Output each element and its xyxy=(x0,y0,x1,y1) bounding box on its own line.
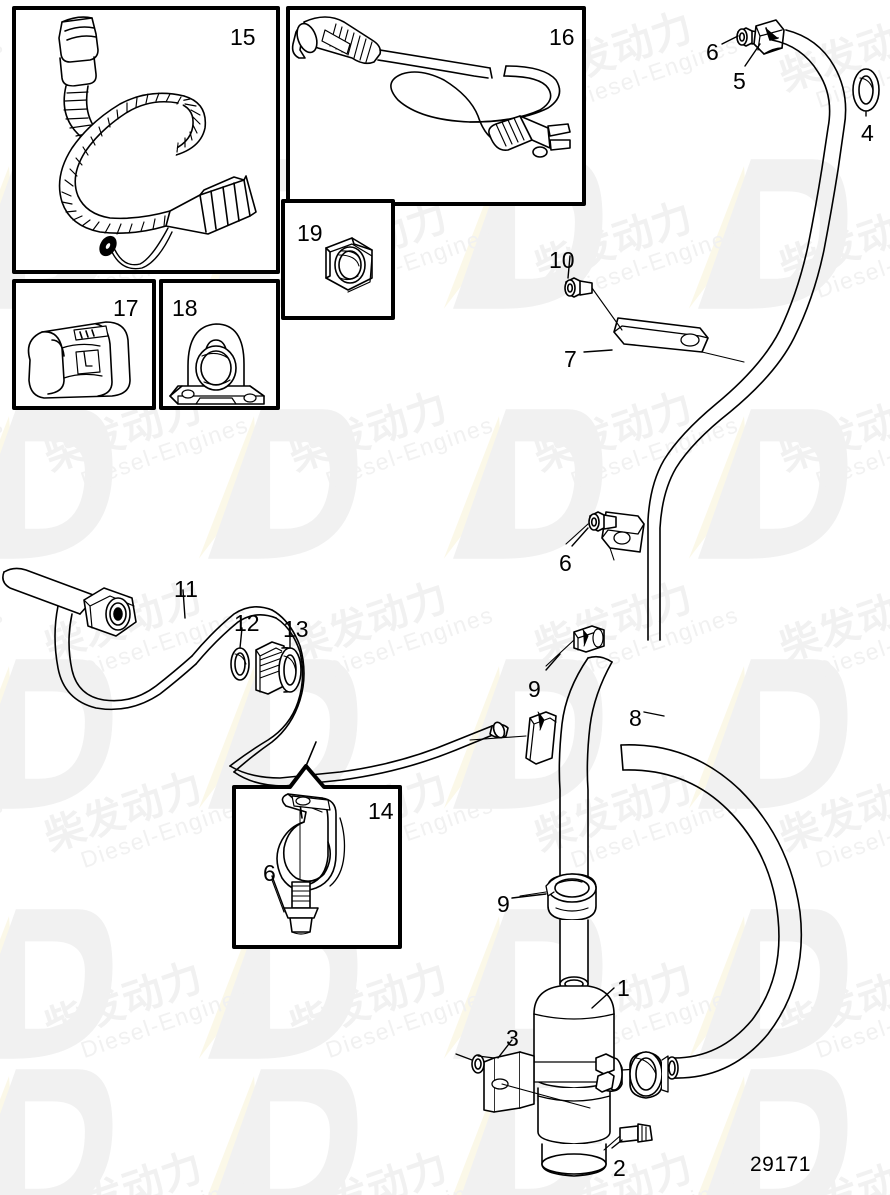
panel-label-18-pillow-block-bracket: 18 xyxy=(172,295,198,321)
drawing-id: 29171 xyxy=(750,1153,811,1176)
part-retaining-clip-5 xyxy=(753,19,785,55)
part-clamp-9-lower xyxy=(519,873,597,921)
part-nipple-13 xyxy=(255,641,302,695)
part-power-cord xyxy=(291,16,571,158)
part-bolt-10 xyxy=(564,277,623,331)
part-return-hose-joint xyxy=(629,1051,669,1099)
part-o-ring-4 xyxy=(852,68,880,112)
callout-4-o-ring-seal: 4 xyxy=(861,120,874,146)
part-pillow-block xyxy=(169,323,265,405)
callout-6-flange-bolt: 6 xyxy=(263,860,276,886)
callout-1-engine-block-heater: 1 xyxy=(617,975,630,1001)
callout-13-threaded-nipple: 13 xyxy=(283,616,309,642)
panel-label-16-power-cord-with-plug: 16 xyxy=(549,24,575,50)
callout-3-mounting-bracket: 3 xyxy=(506,1025,519,1051)
callout-5-retaining-clip: 5 xyxy=(733,68,746,94)
panel-label-19-hex-nut: 19 xyxy=(297,220,323,246)
callout-6-flange-bolt: 6 xyxy=(559,550,572,576)
panel-label-15-heater-hose-coiled: 15 xyxy=(230,24,256,50)
part-clamp-9-mid xyxy=(469,711,557,765)
callout-12-sealing-washer: 12 xyxy=(234,610,260,636)
part-bolt-2 xyxy=(603,1123,653,1151)
callout-9-hose-clamp: 9 xyxy=(528,676,541,702)
callout-9-hose-clamp: 9 xyxy=(497,891,510,917)
callout-6-flange-bolt: 6 xyxy=(706,39,719,65)
panel-label-14-hose-clamp-bracket: 14 xyxy=(368,798,394,824)
part-seal-washer-12 xyxy=(230,647,250,681)
part-upper-bracket xyxy=(613,317,745,363)
panel-label-17-clamp-shell: 17 xyxy=(113,295,139,321)
callout-11-coolant-pipe-feed: 11 xyxy=(174,576,198,602)
callout-7-coolant-pipe-long: 7 xyxy=(564,346,577,372)
part-clamp-shell xyxy=(27,321,131,399)
callout-8-coolant-hose-return: 8 xyxy=(629,705,642,731)
callout-10-flange-bolt: 10 xyxy=(549,247,575,273)
callout-2-hex-flange-bolt: 2 xyxy=(613,1155,626,1181)
part-clamp-9-upper xyxy=(545,625,605,667)
